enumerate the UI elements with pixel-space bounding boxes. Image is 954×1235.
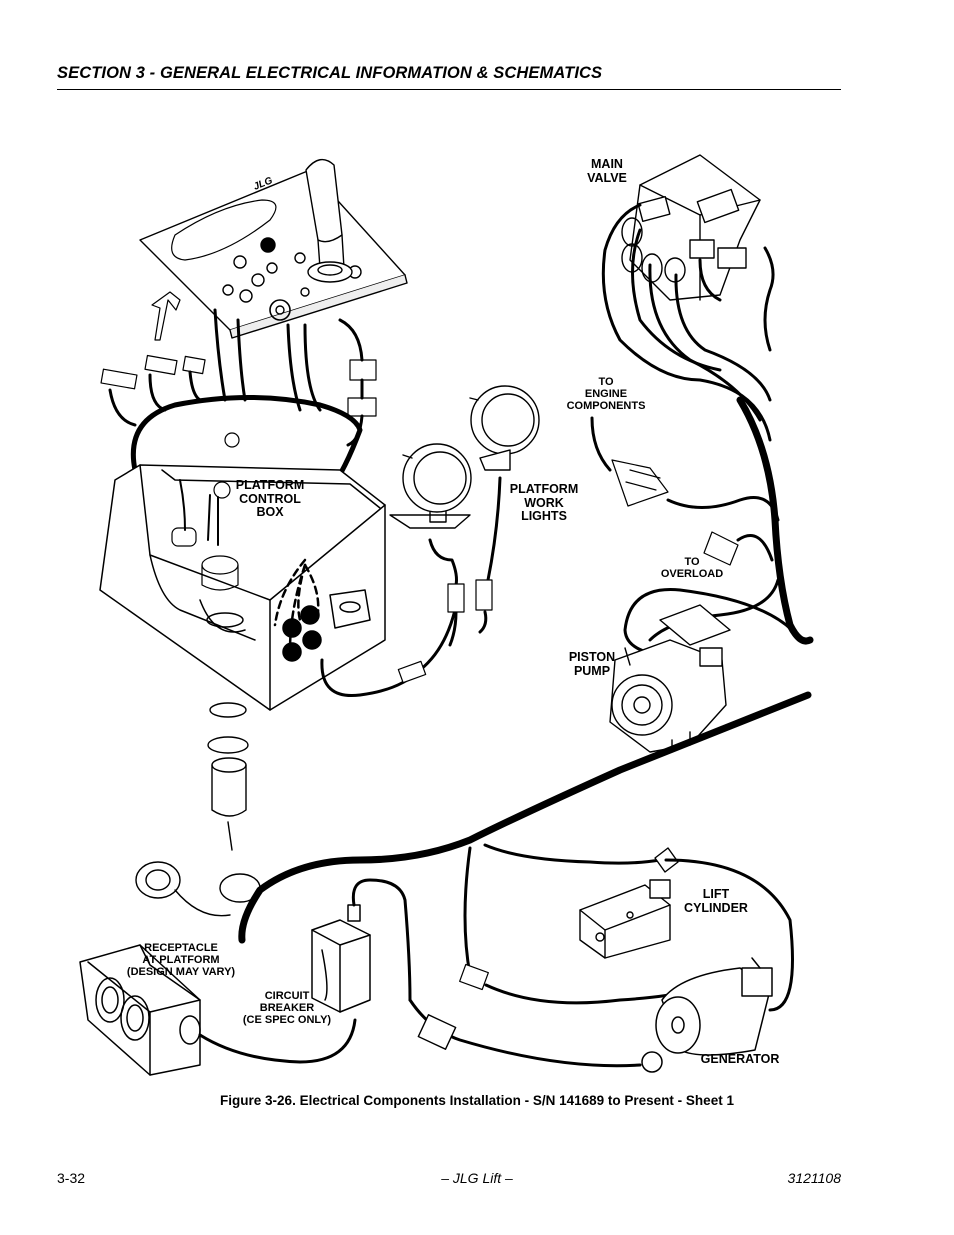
light-cables	[428, 476, 502, 647]
piston-pump	[609, 604, 731, 753]
circuit-breaker	[311, 904, 371, 1013]
header-rule	[57, 89, 841, 90]
label-generator: GENERATOR	[700, 1052, 780, 1066]
dashed-wires	[273, 558, 320, 652]
engine-connector	[611, 459, 669, 507]
page-number: 3-32	[57, 1170, 86, 1186]
label-receptacle: RECEPTACLE AT PLATFORM (DESIGN MAY VARY)	[126, 942, 236, 978]
section-title: SECTION 3 - GENERAL ELECTRICAL INFORMATI…	[57, 64, 603, 82]
receptacle-box	[79, 944, 201, 1076]
control-panel	[139, 169, 408, 339]
plug-assembly	[135, 702, 261, 917]
generator	[641, 957, 773, 1073]
label-main-valve: MAIN VALVE	[587, 157, 627, 185]
document-number: 3121108	[787, 1170, 841, 1186]
valve-trunk-harness	[736, 396, 814, 645]
box-to-lights-cable	[320, 608, 457, 698]
lift-cylinder	[579, 847, 679, 959]
work-lights	[389, 385, 540, 529]
panel-harness	[108, 308, 364, 427]
label-platform-work-lights: PLATFORM WORK LIGHTS	[509, 482, 579, 523]
valve-cables	[601, 203, 775, 442]
up-arrow	[151, 291, 181, 341]
panel-connectors	[100, 354, 377, 417]
ground-harness	[238, 691, 812, 944]
figure-caption: Figure 3-26. Electrical Components Insta…	[220, 1093, 734, 1108]
label-piston-pump: PISTON PUMP	[568, 650, 616, 678]
box-internals	[171, 432, 240, 591]
joystick	[305, 158, 353, 283]
label-to-engine-components: TO ENGINE COMPONENTS	[566, 376, 646, 412]
label-circuit-breaker: CIRCUIT BREAKER (CE SPEC ONLY)	[242, 990, 332, 1026]
platform-control-box	[99, 464, 386, 711]
footer-publisher: – JLG Lift –	[441, 1170, 513, 1186]
main-valve	[621, 154, 761, 301]
label-to-overload: TO OVERLOAD	[660, 556, 724, 580]
label-lift-cylinder: LIFT CYLINDER	[684, 887, 748, 915]
label-platform-control-box: PLATFORM CONTROL BOX	[235, 478, 305, 519]
